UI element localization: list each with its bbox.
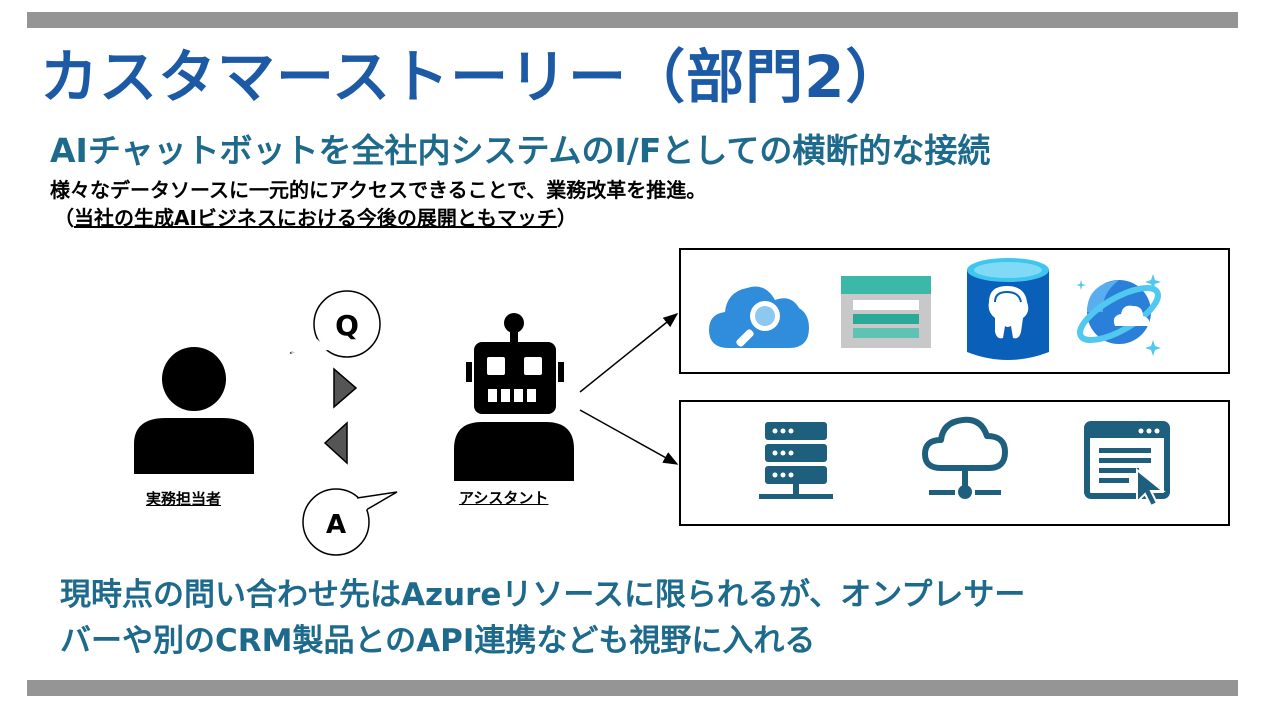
web-app-icon (1084, 421, 1170, 508)
person-label: 実務担当者 (146, 490, 222, 508)
answer-bubble-label: A (326, 510, 346, 540)
top-divider-bar (27, 12, 1238, 28)
question-bubble-label: Q (335, 309, 359, 342)
search-cloud-icon (709, 286, 809, 348)
connection-arrow-onprem (579, 409, 679, 465)
onprem-services-box (679, 400, 1230, 526)
postgresql-database-icon (967, 258, 1049, 360)
cloud-network-icon (922, 416, 1008, 499)
question-speech-bubble: Q (289, 290, 381, 358)
reply-arrow-icon (323, 421, 348, 465)
description-line-2: （当社の生成AIビジネスにおける今後の展開ともマッチ） (54, 202, 577, 231)
bottom-divider-bar (27, 680, 1238, 696)
conclusion-text: 現時点の問い合わせ先はAzureリソースに限られるが、オンプレサー バーや別のC… (60, 572, 1025, 664)
page-subtitle: AIチャットボットを全社内システムのI/Fとしての横断的な接続 (50, 131, 991, 170)
page-title: カスタマーストーリー（部門2） (40, 43, 905, 111)
robot-assistant-icon (454, 313, 574, 481)
person-icon (134, 347, 254, 474)
description-line-1: 様々なデータソースに一元的にアクセスできることで、業務改革を推進。 (50, 178, 707, 202)
description-paren-close: ） (556, 206, 577, 230)
description-paren-open: （ (54, 206, 74, 230)
connection-arrow-cloud (579, 313, 679, 393)
description-underlined-note: 当社の生成AIビジネスにおける今後の展開ともマッチ (74, 206, 557, 230)
cosmos-db-icon (1076, 274, 1161, 356)
server-icon (759, 422, 833, 499)
send-arrow-icon (333, 367, 358, 409)
conclusion-line-2: バーや別のCRM製品とのAPI連携なども視野に入れる (60, 623, 816, 659)
assistant-label: アシスタント (459, 489, 549, 507)
answer-speech-bubble: A (302, 488, 398, 556)
conclusion-line-1: 現時点の問い合わせ先はAzureリソースに限られるが、オンプレサー (60, 577, 1026, 613)
cloud-services-box (679, 248, 1230, 374)
table-storage-icon (841, 276, 931, 348)
